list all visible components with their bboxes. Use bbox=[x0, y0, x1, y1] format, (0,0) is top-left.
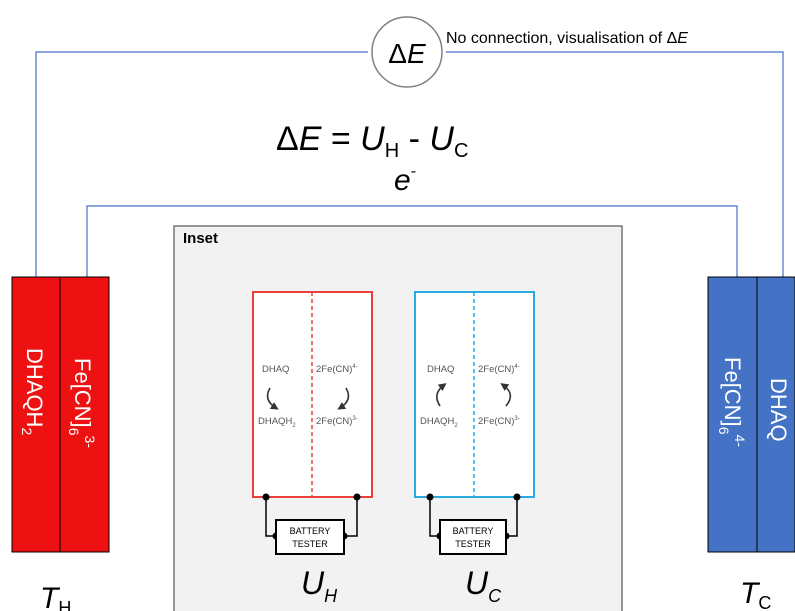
cold-cell: Fe[CN]64- DHAQ bbox=[707, 276, 795, 553]
inner-wire bbox=[86, 205, 738, 277]
cold-cell-left-label: Fe[CN]64- bbox=[716, 357, 748, 447]
inset-hot-tester-line2: TESTER bbox=[292, 539, 328, 549]
inset-panel: Inset DHAQ 2Fe(CN)4- DHAQH2 2Fe(CN)3- BA… bbox=[173, 225, 623, 611]
inset-hot-top-right: 2Fe(CN)4- bbox=[316, 364, 358, 375]
inset-cold-top-left: DHAQ bbox=[427, 364, 454, 375]
inset-title: Inset bbox=[183, 230, 218, 247]
inset-cold-terminal-left bbox=[426, 493, 434, 501]
hot-cell: DHAQH2 Fe[CN]63- bbox=[11, 276, 110, 553]
outer-wire-right bbox=[446, 51, 784, 277]
inset-cold-terminal-right bbox=[513, 493, 521, 501]
inset-cold-tester-line1: BATTERY bbox=[453, 526, 494, 536]
hot-cell-right-label: Fe[CN]63- bbox=[66, 358, 98, 448]
voltmeter-label: ΔE bbox=[388, 38, 426, 69]
inset-hot-terminal-left bbox=[262, 493, 270, 501]
inset-cold-right-arrow-icon bbox=[500, 383, 512, 407]
inset-cold-top-right: 2Fe(CN)4- bbox=[478, 364, 520, 375]
inset-frame bbox=[173, 225, 623, 611]
cold-temperature-label: TC bbox=[740, 577, 771, 611]
inset-cold-wire-right bbox=[506, 497, 518, 537]
inset-hot-top-left: DHAQ bbox=[262, 364, 289, 375]
inset-cold-bottom-right: 2Fe(CN)3- bbox=[478, 416, 520, 427]
hot-cell-left-compartment bbox=[11, 276, 61, 553]
inset-cold-left-arrow-icon bbox=[436, 383, 447, 407]
inset-hot-bottom-left: DHAQH2 bbox=[258, 416, 296, 429]
cold-cell-right-compartment bbox=[756, 276, 795, 553]
inset-hot-tester-line1: BATTERY bbox=[290, 526, 331, 536]
hot-cell-left-label: DHAQH2 bbox=[19, 348, 47, 435]
inset-cold-bottom-left: DHAQH2 bbox=[420, 416, 458, 429]
inset-cold-voltage-label: UC bbox=[465, 565, 502, 606]
inset-hot-cell: DHAQ 2Fe(CN)4- DHAQH2 2Fe(CN)3- BATTERY … bbox=[252, 291, 373, 555]
hot-temperature-label: TH bbox=[40, 582, 71, 611]
no-connection-note: No connection, visualisation of ΔE bbox=[446, 30, 688, 47]
hot-cell-right-compartment bbox=[59, 276, 110, 553]
inset-hot-right-arrow-icon bbox=[337, 387, 350, 410]
voltmeter: ΔE bbox=[371, 16, 443, 88]
inset-hot-wire-right bbox=[344, 497, 358, 537]
electron-label: e- bbox=[394, 163, 416, 197]
voltmeter-circle bbox=[371, 16, 443, 88]
equation: ΔE = UH - UC bbox=[276, 120, 468, 162]
inset-cold-tester-line2: TESTER bbox=[455, 539, 491, 549]
inset-hot-voltage-label: UH bbox=[301, 565, 338, 606]
inset-cold-cell: DHAQ 2Fe(CN)4- DHAQH2 2Fe(CN)3- BATTERY … bbox=[414, 291, 535, 555]
inset-hot-left-arrow-icon bbox=[266, 387, 279, 410]
outer-wire-left bbox=[35, 51, 368, 277]
inset-hot-battery-tester bbox=[275, 519, 345, 555]
cold-cell-right-label: DHAQ bbox=[766, 378, 791, 442]
inset-hot-bottom-right: 2Fe(CN)3- bbox=[316, 416, 358, 427]
inset-hot-terminal-right bbox=[353, 493, 361, 501]
inset-cold-battery-tester bbox=[439, 519, 507, 555]
